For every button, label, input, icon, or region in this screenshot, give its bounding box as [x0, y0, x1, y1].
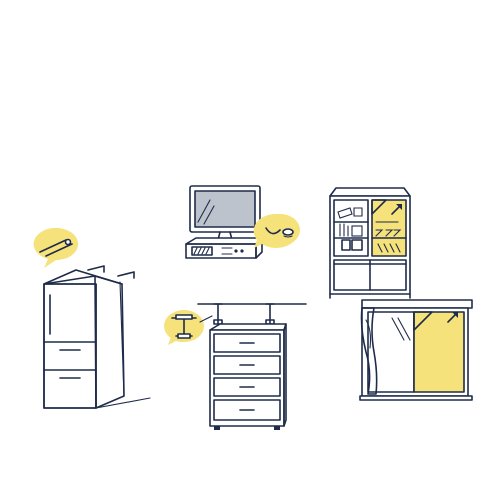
- tv-and-deck: [185, 185, 300, 259]
- adhesive-gel-mat-icon: [253, 213, 300, 248]
- glass-cabinet: [329, 187, 411, 299]
- chest-top: [209, 323, 287, 331]
- anti-tip-strap-icon: [33, 227, 78, 268]
- chest-drawer: [213, 399, 281, 421]
- peel-arrow-icon: [447, 312, 458, 323]
- chest-drawer: [213, 355, 281, 375]
- window-right-pane-film: [413, 311, 465, 393]
- fridge-top: [43, 269, 123, 285]
- fridge-top-strap: [87, 265, 105, 273]
- tv-screen: [194, 190, 256, 228]
- cabinet-top: [329, 187, 411, 197]
- deck-top: [185, 237, 263, 245]
- peel-arrow-icon: [391, 204, 402, 215]
- chest-drawer: [213, 377, 281, 397]
- tension-poles: [213, 303, 275, 325]
- refrigerator: [33, 227, 151, 409]
- window-curtain: [360, 307, 378, 395]
- chest-drawer: [213, 333, 281, 353]
- tension-pole-icon: [164, 309, 204, 345]
- window-frame-top: [361, 299, 473, 309]
- fridge-side: [94, 275, 125, 409]
- window: [359, 299, 473, 401]
- cabinet-left-door: [333, 199, 369, 257]
- drawer-chest: [164, 303, 307, 430]
- fridge-front: [43, 283, 97, 409]
- window-sill: [359, 395, 473, 401]
